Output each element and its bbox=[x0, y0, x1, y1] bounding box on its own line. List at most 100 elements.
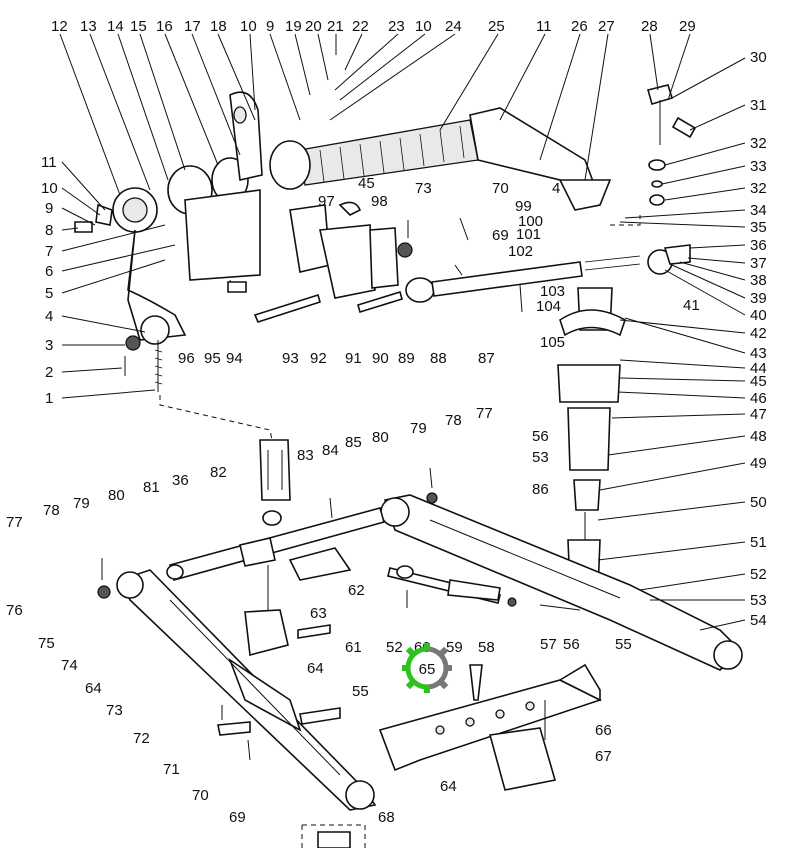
label-53b: 53 bbox=[532, 449, 549, 466]
label-41: 41 bbox=[683, 297, 700, 314]
label-75: 75 bbox=[38, 635, 55, 652]
label-65: 65 bbox=[419, 661, 436, 678]
label-97: 97 bbox=[318, 193, 335, 210]
label-59: 59 bbox=[446, 639, 463, 656]
label-58: 58 bbox=[478, 639, 495, 656]
label-55b: 55 bbox=[615, 636, 632, 653]
label-4a: 4 bbox=[45, 308, 53, 325]
bracket-parts bbox=[184, 189, 413, 323]
label-43: 43 bbox=[750, 345, 767, 362]
label-95: 95 bbox=[204, 350, 221, 367]
label-104: 104 bbox=[536, 298, 561, 315]
label-85: 85 bbox=[345, 434, 362, 451]
label-57: 57 bbox=[540, 636, 557, 653]
label-10a: 10 bbox=[240, 18, 257, 35]
label-82: 82 bbox=[210, 464, 227, 481]
leader-lines bbox=[59, 33, 746, 631]
label-98: 98 bbox=[371, 193, 388, 210]
label-93: 93 bbox=[282, 350, 299, 367]
label-14: 14 bbox=[107, 18, 124, 35]
label-38: 38 bbox=[750, 272, 767, 289]
label-105: 105 bbox=[540, 334, 565, 351]
label-64b: 64 bbox=[440, 778, 457, 795]
pins-top-right bbox=[647, 84, 697, 206]
label-77a: 77 bbox=[476, 405, 493, 422]
highlight-gear-icon[interactable]: 65 bbox=[402, 643, 452, 693]
label-1: 1 bbox=[45, 390, 53, 407]
label-90: 90 bbox=[372, 350, 389, 367]
label-62: 62 bbox=[348, 582, 365, 599]
label-13: 13 bbox=[80, 18, 97, 35]
label-31: 31 bbox=[750, 97, 767, 114]
label-22: 22 bbox=[352, 18, 369, 35]
label-21: 21 bbox=[327, 18, 344, 35]
stabilizer-bar bbox=[166, 507, 385, 657]
label-64c: 64 bbox=[307, 660, 324, 677]
label-15: 15 bbox=[130, 18, 147, 35]
label-20: 20 bbox=[305, 18, 322, 35]
label-28: 28 bbox=[641, 18, 658, 35]
label-11a: 11 bbox=[536, 18, 552, 35]
label-86: 86 bbox=[532, 481, 549, 498]
label-6: 6 bbox=[45, 263, 53, 280]
label-40: 40 bbox=[750, 307, 767, 324]
label-63: 63 bbox=[310, 605, 327, 622]
label-30: 30 bbox=[750, 49, 767, 66]
label-24: 24 bbox=[445, 18, 462, 35]
label-80a: 80 bbox=[372, 429, 389, 446]
label-80b: 80 bbox=[108, 487, 125, 504]
left-arm-assembly bbox=[74, 91, 311, 392]
label-96: 96 bbox=[178, 350, 195, 367]
label-18: 18 bbox=[210, 18, 227, 35]
label-26: 26 bbox=[571, 18, 588, 35]
label-73b: 73 bbox=[106, 702, 123, 719]
part-labels: 12 13 14 15 16 17 18 10 9 19 20 21 22 23… bbox=[6, 18, 767, 826]
label-39: 39 bbox=[750, 290, 767, 307]
label-27: 27 bbox=[598, 18, 615, 35]
label-32a: 32 bbox=[750, 135, 767, 152]
top-link bbox=[405, 217, 691, 313]
right-lift-rod bbox=[557, 287, 626, 597]
label-64a: 64 bbox=[85, 680, 102, 697]
label-74: 74 bbox=[61, 657, 78, 674]
drawbar bbox=[378, 663, 603, 791]
label-70a: 70 bbox=[492, 180, 509, 197]
label-56b: 56 bbox=[563, 636, 580, 653]
small-turnbuckle bbox=[387, 565, 517, 608]
label-100: 100 bbox=[518, 213, 543, 230]
label-79b: 79 bbox=[73, 495, 90, 512]
label-11b: 11 bbox=[41, 154, 57, 171]
parts-drawing bbox=[74, 84, 743, 848]
label-77b: 77 bbox=[6, 514, 23, 531]
label-45a: 45 bbox=[750, 373, 767, 390]
label-36a: 36 bbox=[750, 237, 767, 254]
label-49: 49 bbox=[750, 455, 767, 472]
label-91: 91 bbox=[345, 350, 362, 367]
label-54: 54 bbox=[750, 612, 767, 629]
label-66: 66 bbox=[595, 722, 612, 739]
label-69b: 69 bbox=[229, 809, 246, 826]
label-4b: 4 bbox=[552, 180, 560, 197]
label-9a: 9 bbox=[266, 18, 274, 35]
label-10b: 10 bbox=[415, 18, 432, 35]
label-44: 44 bbox=[750, 360, 767, 377]
label-33: 33 bbox=[750, 158, 767, 175]
label-70b: 70 bbox=[192, 787, 209, 804]
label-32b: 32 bbox=[750, 180, 767, 197]
label-37: 37 bbox=[750, 255, 767, 272]
label-17: 17 bbox=[184, 18, 201, 35]
label-89: 89 bbox=[398, 350, 415, 367]
label-101: 101 bbox=[516, 226, 541, 243]
label-25: 25 bbox=[488, 18, 505, 35]
label-5: 5 bbox=[45, 285, 53, 302]
label-83: 83 bbox=[297, 447, 314, 464]
label-78b: 78 bbox=[43, 502, 60, 519]
label-9b: 9 bbox=[45, 200, 53, 217]
label-71: 71 bbox=[163, 761, 180, 778]
label-8: 8 bbox=[45, 222, 53, 239]
label-72: 72 bbox=[133, 730, 150, 747]
cross-shaft bbox=[299, 107, 612, 211]
label-68: 68 bbox=[378, 809, 395, 826]
label-7: 7 bbox=[45, 243, 53, 260]
